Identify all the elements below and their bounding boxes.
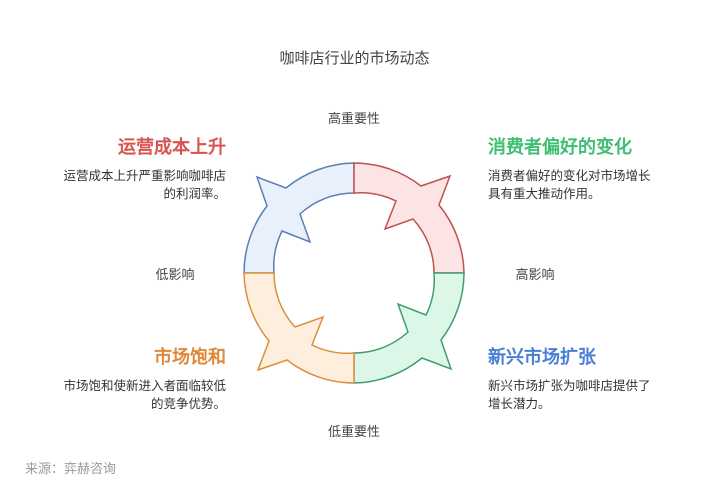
- cycle-diagram: [243, 162, 465, 384]
- description-line: 消费者偏好的变化对市场增长: [488, 168, 651, 183]
- axis-label-low-importance: 低重要性: [327, 425, 380, 440]
- description-line: 具有重大推动作用。: [488, 186, 601, 201]
- quadrant-description: 消费者偏好的变化对市场增长 具有重大推动作用。: [488, 167, 698, 203]
- quadrant-title: 运营成本上升: [118, 137, 226, 158]
- quadrant-emerging-markets: 新兴市场扩张 新兴市场扩张为咖啡店提供了 增长潜力。: [488, 343, 698, 413]
- axis-label-low-impact: 低影响: [155, 268, 195, 283]
- quadrant-rising-costs: 运营成本上升 运营成本上升严重影响咖啡店 的利润率。: [20, 133, 226, 203]
- description-line: 增长潜力。: [488, 396, 551, 411]
- description-line: 新兴市场扩张为咖啡店提供了: [488, 378, 651, 393]
- description-line: 的竞争优势。: [150, 396, 226, 411]
- cycle-segment-top-left: [243, 162, 355, 274]
- quadrant-title: 市场饱和: [154, 347, 226, 368]
- axis-label-high-impact: 高影响: [515, 268, 555, 283]
- source-note: 来源：弈赫咨询: [25, 462, 117, 477]
- diagram-title: 咖啡店行业的市场动态: [279, 49, 430, 67]
- quadrant-description: 运营成本上升严重影响咖啡店 的利润率。: [20, 167, 226, 203]
- quadrant-market-saturation: 市场饱和 市场饱和使新进入者面临较低 的竞争优势。: [20, 343, 226, 413]
- cycle-segment-bottom-right: [353, 272, 465, 384]
- quadrant-title: 消费者偏好的变化: [488, 137, 632, 158]
- cycle-segment-top-right: [353, 162, 465, 274]
- description-line: 市场饱和使新进入者面临较低: [63, 378, 226, 393]
- axis-label-high-importance: 高重要性: [327, 112, 380, 127]
- quadrant-description: 市场饱和使新进入者面临较低 的竞争优势。: [20, 377, 226, 413]
- quadrant-consumer-preference: 消费者偏好的变化 消费者偏好的变化对市场增长 具有重大推动作用。: [488, 133, 698, 203]
- cycle-segment-bottom-left: [243, 272, 355, 384]
- quadrant-description: 新兴市场扩张为咖啡店提供了 增长潜力。: [488, 377, 698, 413]
- description-line: 的利润率。: [163, 186, 226, 201]
- description-line: 运营成本上升严重影响咖啡店: [63, 168, 226, 183]
- quadrant-title: 新兴市场扩张: [488, 347, 596, 368]
